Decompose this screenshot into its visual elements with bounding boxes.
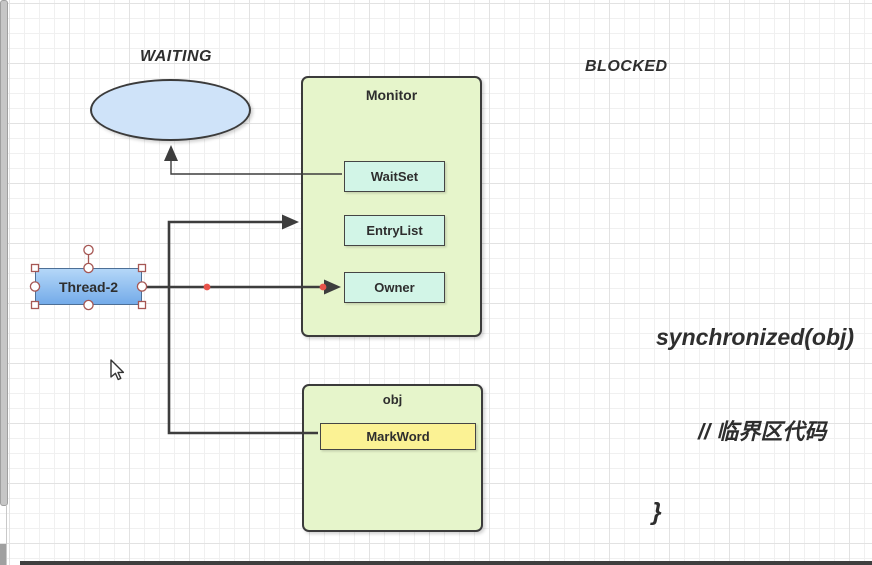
rotation-handle[interactable] — [83, 244, 94, 256]
owner-field[interactable]: Owner — [344, 272, 445, 303]
waitset-label: WaitSet — [370, 169, 419, 184]
connector-endpoint-dot[interactable] — [319, 283, 327, 291]
connector-markword-to-monitor[interactable] — [167, 220, 318, 435]
blocked-state-label[interactable]: BLOCKED — [585, 58, 668, 75]
waiting-ellipse-shape[interactable] — [90, 79, 251, 141]
markword-label: MarkWord — [366, 429, 430, 444]
bottom-video-bar — [20, 561, 872, 565]
connector-waitset-to-waiting[interactable] — [170, 158, 342, 175]
owner-label: Owner — [374, 280, 415, 295]
thread-2-label: Thread-2 — [58, 278, 119, 295]
code-line-comment[interactable]: // 临界区代码 — [698, 419, 827, 444]
monitor-node[interactable]: Monitor WaitSet EntryList Owner — [301, 76, 482, 337]
markword-field[interactable]: MarkWord — [320, 423, 476, 450]
resize-handle-nw[interactable] — [30, 263, 40, 273]
resize-handle-ne[interactable] — [137, 263, 147, 273]
code-line-synchronized[interactable]: synchronized(obj) — [656, 324, 855, 350]
connect-handle-left[interactable] — [29, 281, 41, 292]
entrylist-label: EntryList — [366, 223, 423, 238]
thread-2-node[interactable]: Thread-2 — [35, 268, 142, 305]
entrylist-field[interactable]: EntryList — [344, 215, 445, 246]
connect-handle-right[interactable] — [136, 281, 148, 292]
obj-node[interactable]: obj MarkWord — [302, 384, 483, 532]
thread-2-selection-handles — [29, 244, 148, 311]
resize-handle-sw[interactable] — [30, 300, 40, 310]
mouse-cursor-icon — [110, 359, 125, 381]
left-scrollbar-track — [6, 506, 7, 565]
monitor-title: Monitor — [365, 87, 418, 103]
connect-handle-top[interactable] — [83, 262, 94, 274]
waitset-field[interactable]: WaitSet — [344, 161, 445, 192]
connector-waypoint-dot[interactable] — [203, 283, 211, 291]
connect-handle-bottom[interactable] — [83, 299, 94, 311]
code-line-closing-brace[interactable]: } — [652, 498, 662, 526]
bottom-left-corner-block — [0, 544, 6, 565]
left-scrollbar[interactable] — [0, 0, 8, 506]
waiting-state-label[interactable]: WAITING — [140, 48, 212, 65]
obj-title: obj — [382, 392, 403, 407]
resize-handle-se[interactable] — [137, 300, 147, 310]
